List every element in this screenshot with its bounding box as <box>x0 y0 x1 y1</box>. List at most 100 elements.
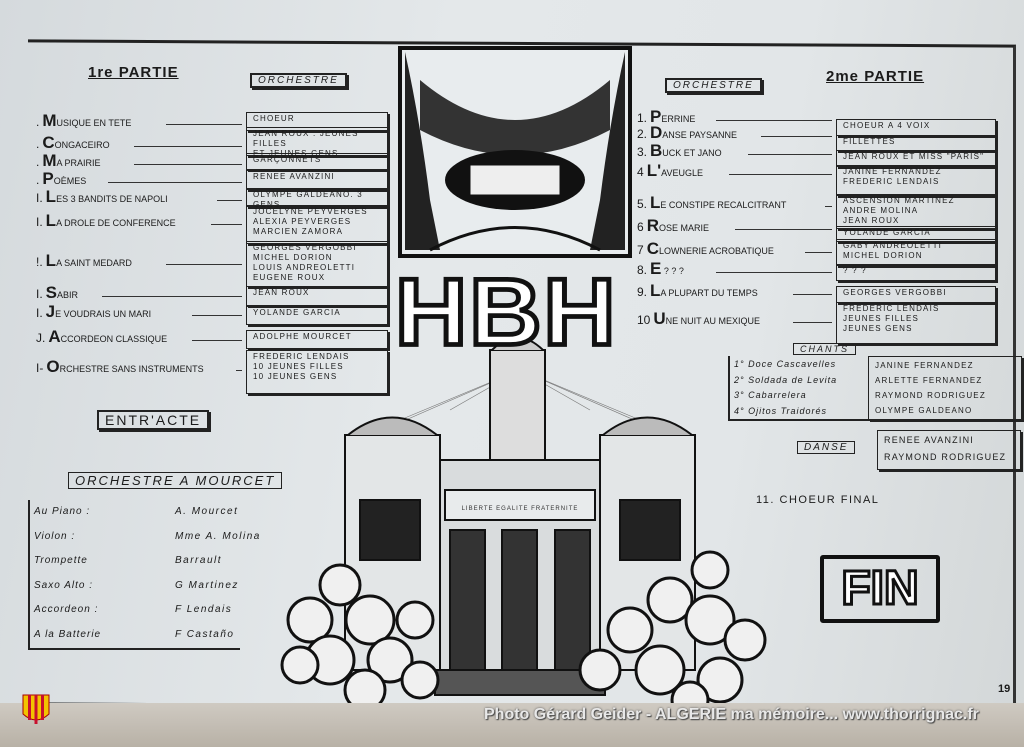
item-title: Ma prairie <box>42 151 101 170</box>
performer-box: Yolande Garcia <box>836 226 996 242</box>
program-item: 4L'aveugle <box>637 161 703 180</box>
item-number: . <box>36 137 40 151</box>
leader-line <box>760 136 832 137</box>
program-item: 2.Danse paysanne <box>637 123 737 142</box>
item-number: . <box>36 173 40 187</box>
program-item: I.Je voudrais un Mari <box>36 302 152 321</box>
performer-name: Michel Dorion <box>253 253 333 262</box>
leader-line <box>210 224 242 225</box>
performer-box: Jean Roux et Miss "Paris" <box>836 150 996 167</box>
musician-name: F Lendais <box>175 604 233 615</box>
program-item: 10Une nuit au mexique <box>637 309 760 328</box>
item-title: Danse paysanne <box>650 123 737 142</box>
performer-name: Georges Vergobbi <box>253 243 357 252</box>
chant-title: 1° Doce Cascavelles <box>734 359 837 369</box>
musicians-bracket <box>28 500 240 650</box>
orchestra-mourcet-title: ORCHESTRE A MOURCET <box>68 472 283 489</box>
item-title: Buck et Jano <box>650 141 722 160</box>
program-item: .Congaceiro <box>36 133 110 152</box>
program-item: .Poèmes <box>36 169 86 188</box>
musician-name: A. Mourcet <box>175 506 239 517</box>
item-number: i. <box>36 191 43 205</box>
performer-box: Georges Vergobbi <box>836 286 996 303</box>
item-title: La plupart du Temps <box>650 281 758 300</box>
performer-name: Andre Molina <box>843 206 919 215</box>
part2-title: 2me PARTIE <box>826 68 925 85</box>
item-number: . <box>36 155 40 169</box>
performer-name: ? ? ? <box>843 266 867 275</box>
performer-name: Jeunes Filles <box>843 314 920 323</box>
program-item: 1.Perrine <box>637 107 695 126</box>
musician-instrument: Trompette <box>34 555 88 566</box>
musician-instrument: A la Batterie <box>34 628 102 640</box>
musician-name: G Martinez <box>175 579 239 591</box>
chant-title: 2° Soldada de Levita <box>734 374 838 385</box>
danse-performers-box: Renee Avanzini Raymond Rodriguez <box>877 430 1021 470</box>
program-item: i.Sabir <box>36 283 78 302</box>
chant-title: 4° Ojitos Traidorés <box>734 405 827 416</box>
chants-label: CHANTS <box>793 343 857 355</box>
program-item: J.Accordeon classique <box>36 327 168 346</box>
performer-box: Gaby AndreolettiMichel Dorion <box>836 239 996 266</box>
item-number: 9. <box>637 285 648 299</box>
chant-singer: Olympe Galdeano <box>875 406 973 415</box>
performer-box: Olympe Galdeano. 3 gens <box>246 188 388 209</box>
performer-name: Alexia Peyverges <box>253 217 352 226</box>
leader-line <box>735 229 832 230</box>
performer-name: Yolande Garcia <box>253 308 341 317</box>
musician-instrument: Accordeon : <box>34 604 99 615</box>
theatre-curtain-picture <box>398 46 632 258</box>
leader-line <box>792 294 832 295</box>
performer-name: Garçonnets <box>253 155 322 164</box>
program-item: I-Orchestre sans Instruments <box>36 357 204 376</box>
musician-instrument: Saxo Alto : <box>34 579 93 591</box>
hbh-logo: HBH <box>393 258 619 366</box>
table-edge <box>0 703 1024 747</box>
item-title: La drole de conference <box>45 211 176 230</box>
musician-name: F Castaño <box>175 628 235 640</box>
performer-name: Adolphe Mourcet <box>253 332 352 341</box>
finale-item: 11. Choeur final <box>756 494 880 506</box>
center-illustration: LIBERTE EGALITE FRATERNITE <box>280 46 767 710</box>
performer-name: Frederic Lendais <box>843 304 940 313</box>
musician-instrument: Au Piano : <box>34 506 91 517</box>
performer-name: Frederic Lendais <box>253 352 350 361</box>
performer-name: Gaby Andreoletti <box>843 241 943 250</box>
musician-instrument: Violon : <box>34 530 76 542</box>
leader-line <box>747 154 832 155</box>
performer-box: Renee Avanzini <box>246 170 388 190</box>
performer-name: Fillettes <box>843 137 896 146</box>
program-item: .Ma prairie <box>36 151 101 170</box>
chants-singers-box: Janine FernandezArlette FernandezRaymond… <box>868 356 1022 420</box>
performer-name: Frederic Lendais <box>843 177 940 186</box>
fin-logo: FIN <box>820 555 940 623</box>
part1-orchestra-label: ORCHESTRE <box>250 73 347 88</box>
item-number: 7 <box>637 243 644 257</box>
item-number: . <box>36 115 40 129</box>
item-title: Rose marie <box>646 216 709 235</box>
performer-box: Jocelyne PeyvergesAlexia PeyvergesMarcie… <box>246 205 388 244</box>
item-number: I. <box>36 306 43 320</box>
item-title: Une nuit au mexique <box>653 309 760 328</box>
performer-box: Ascension MartinezAndre MolinaJean Roux <box>836 194 996 229</box>
performer-name: Jean Roux et Miss "Paris" <box>843 152 985 161</box>
item-title: Accordeon classique <box>48 327 168 346</box>
performer-name: Jean Roux <box>843 216 900 225</box>
performer-box: Garçonnets <box>246 153 388 170</box>
danse-performer: Renee Avanzini <box>884 435 974 445</box>
item-number: J. <box>36 331 46 345</box>
program-item: 9.La plupart du Temps <box>637 281 758 300</box>
item-title: L'aveugle <box>646 161 703 180</box>
performer-name: Renee Avanzini <box>253 172 335 181</box>
chants-bracket <box>728 356 870 421</box>
performer-name: Yolande Garcia <box>843 228 931 237</box>
part2-orchestra-label: ORCHESTRE <box>665 78 762 93</box>
performer-box: Choeur a 4 voix <box>836 119 996 136</box>
item-title: Je voudrais un Mari <box>45 302 152 321</box>
item-title: E ? ? ? <box>650 259 684 278</box>
program-item: 8.E ? ? ? <box>637 259 684 278</box>
program-item: !.La saint medard <box>36 251 132 270</box>
program-item: i.La drole de conference <box>36 211 176 230</box>
leader-line <box>217 200 242 201</box>
